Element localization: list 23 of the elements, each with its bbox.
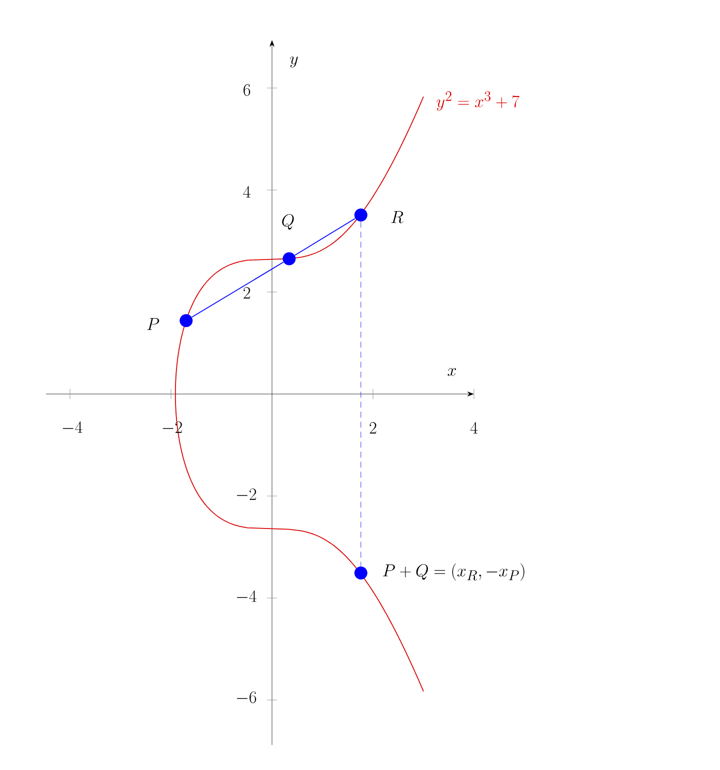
point-marker bbox=[282, 252, 296, 266]
tick-label: $-6$ bbox=[236, 691, 256, 704]
secant-line bbox=[191, 262, 284, 318]
tick-label: $4$ bbox=[243, 186, 250, 198]
tick-label: $-4$ bbox=[62, 421, 82, 433]
tick-label: $4$ bbox=[470, 422, 478, 434]
point-marker bbox=[354, 566, 368, 580]
tick-label: $-4$ bbox=[236, 590, 256, 602]
tick-label: $6$ bbox=[244, 84, 250, 96]
tick-label: $2$ bbox=[244, 287, 250, 299]
secant-line bbox=[294, 218, 356, 256]
curve-label: $y^2=x^3+7$ bbox=[436, 91, 520, 111]
point-label: $R$ bbox=[391, 211, 404, 224]
point-label: $P+Q=(x_R,-x_P)$ bbox=[383, 563, 524, 581]
tick-label: $2$ bbox=[370, 422, 376, 434]
axis-label: $y$ bbox=[290, 56, 298, 68]
point-marker bbox=[354, 208, 368, 222]
dashed-line bbox=[360, 222, 362, 566]
point-label: $P$ bbox=[147, 318, 160, 330]
axis-label: $x$ bbox=[448, 368, 456, 376]
point-marker bbox=[180, 314, 193, 328]
tick-label: $-2$ bbox=[236, 488, 256, 500]
point-label: $Q$ bbox=[282, 214, 294, 230]
